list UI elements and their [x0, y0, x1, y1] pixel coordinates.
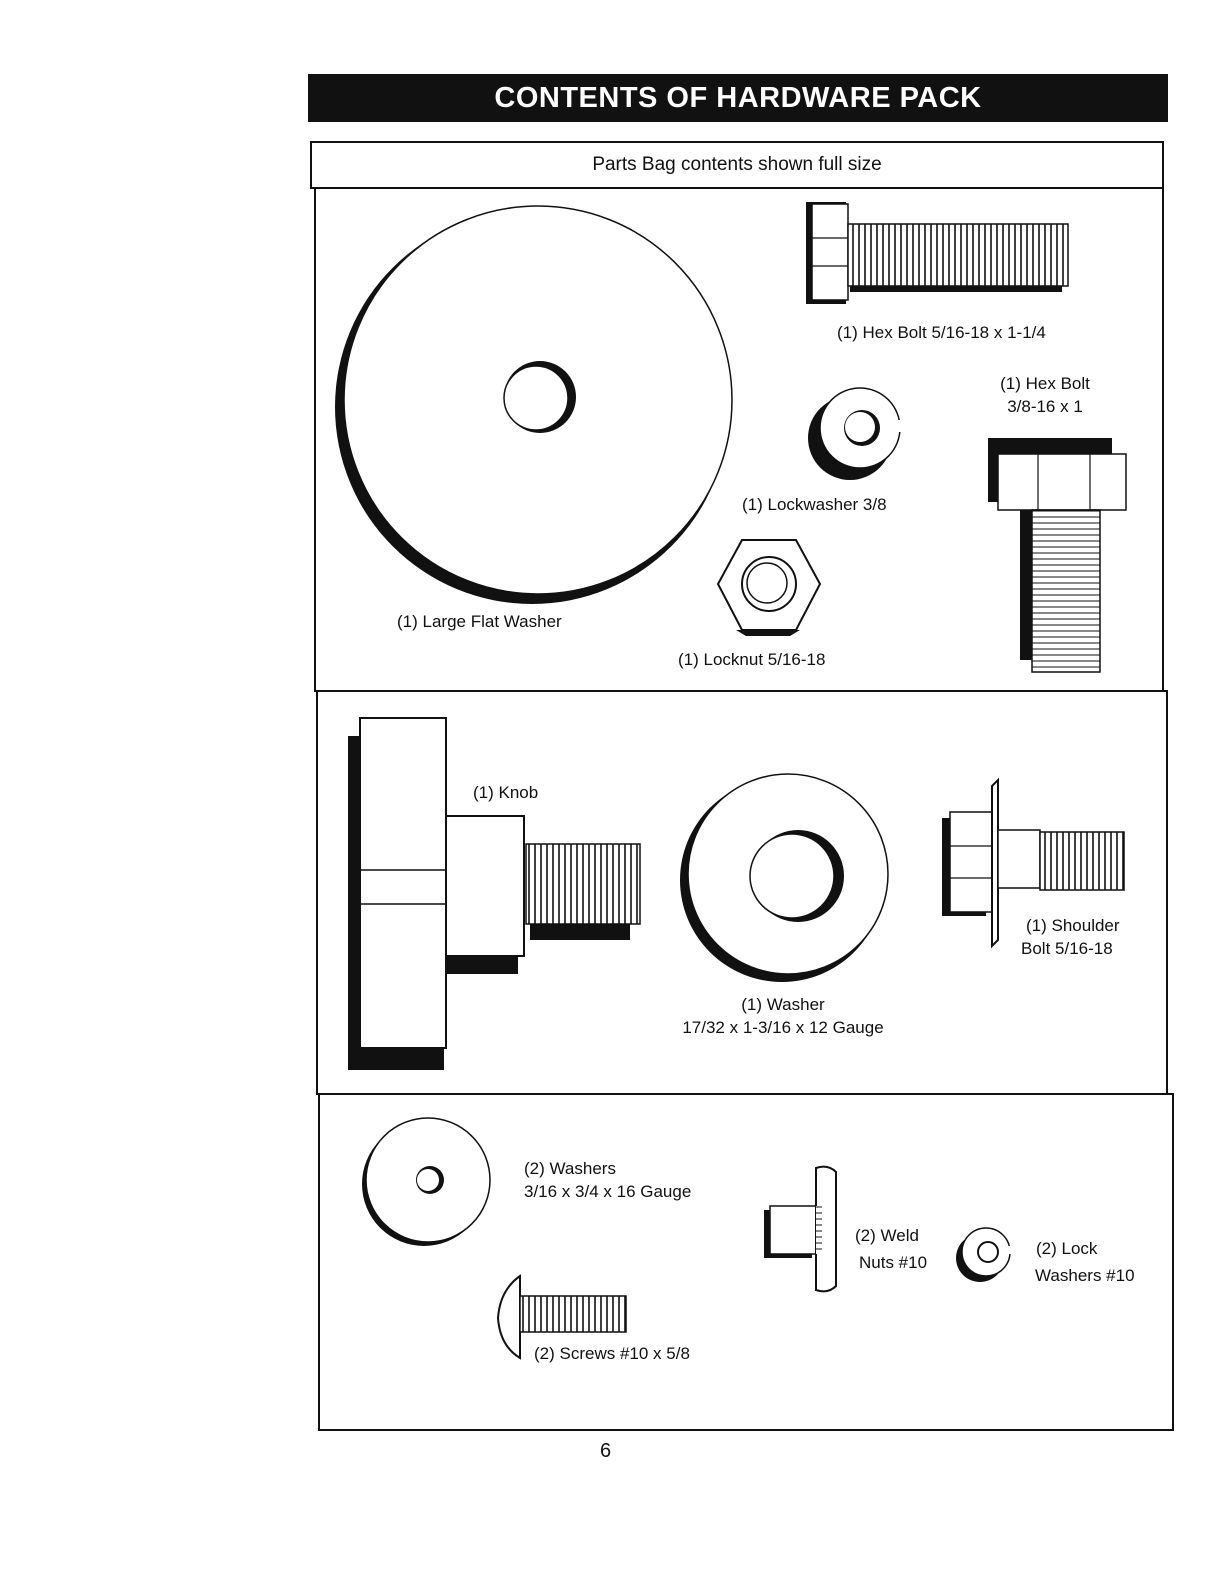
lock-washers-label-1: (2) Lock [1036, 1239, 1098, 1258]
shoulder-bolt-label-1: (1) Shoulder [1026, 916, 1120, 935]
shoulder-bolt-icon [942, 777, 1125, 949]
locknut-label: (1) Locknut 5/16-18 [678, 650, 826, 669]
lockwasher-label: (1) Lockwasher 3/8 [742, 495, 887, 514]
lock-washer-small-icon [956, 1227, 1014, 1282]
flat-washer-icon [335, 205, 733, 604]
small-washers-label-2: 3/16 x 3/4 x 16 Gauge [524, 1182, 692, 1201]
hex-bolt-long-label: (1) Hex Bolt 5/16-18 x 1-1/4 [837, 323, 1046, 342]
subtitle: Parts Bag contents shown full size [592, 154, 882, 175]
lockwasher-icon [808, 387, 910, 480]
lock-washers-label-2: Washers #10 [1035, 1266, 1135, 1285]
washer-label-2: 17/32 x 1-3/16 x 12 Gauge [682, 1018, 884, 1037]
weld-nut-icon [764, 1165, 837, 1293]
knob-icon [348, 717, 641, 1070]
large-flat-washer-label: (1) Large Flat Washer [397, 612, 562, 631]
hex-bolt-icon [806, 202, 1069, 304]
shoulder-bolt-label-2: Bolt 5/16-18 [1021, 939, 1113, 958]
hex-bolt-short-label-1: (1) Hex Bolt [1000, 374, 1090, 393]
panel-bottom [318, 1093, 1174, 1431]
weld-nuts-label-1: (2) Weld [855, 1226, 919, 1245]
screws-label: (2) Screws #10 x 5/8 [534, 1344, 690, 1363]
page-title: CONTENTS OF HARDWARE PACK [308, 74, 1168, 122]
hex-bolt-short-icon [988, 438, 1127, 673]
weld-nuts-label-2: Nuts #10 [859, 1253, 928, 1272]
washer-icon [680, 773, 889, 982]
small-washers-label-1: (2) Washers [524, 1159, 616, 1178]
hex-bolt-short-label-2: 3/8-16 x 1 [1007, 397, 1083, 416]
knob-label: (1) Knob [473, 783, 539, 802]
page-number: 6 [599, 1440, 612, 1462]
washer-label-1: (1) Washer [741, 995, 825, 1014]
screw-icon [496, 1274, 627, 1360]
small-washer-icon [362, 1117, 491, 1246]
locknut-icon [716, 539, 822, 636]
